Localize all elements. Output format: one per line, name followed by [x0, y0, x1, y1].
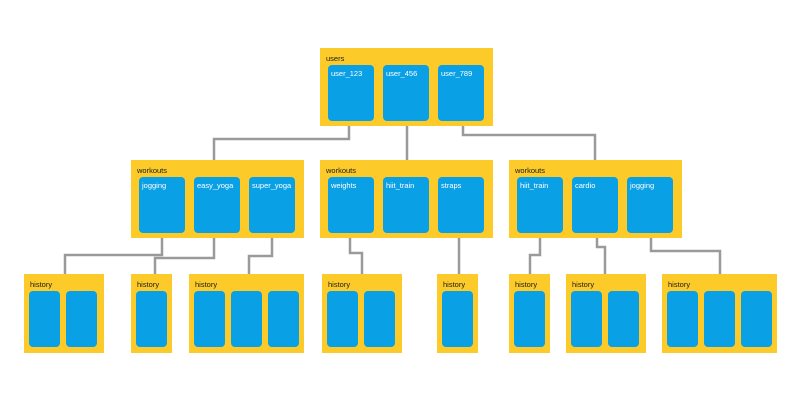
workout-document-1-1: hiit_train — [383, 177, 429, 233]
history-collection-label: history — [328, 280, 351, 289]
history-document-0-0 — [29, 291, 60, 347]
history-collection-box-2: history — [189, 274, 304, 353]
workouts-collection-box-1: workouts weights hiit_train straps — [320, 160, 493, 238]
user-document-1: user_456 — [383, 65, 429, 121]
history-collection-label: history — [195, 280, 218, 289]
history-document-7-2 — [741, 291, 772, 347]
history-document-3-0 — [327, 291, 358, 347]
history-collection-box-4: history — [437, 274, 478, 353]
users-collection-box: users user_123 user_456 user_789 — [320, 48, 493, 126]
connector-weights-history — [348, 233, 364, 274]
workout-document-2-1: cardio — [572, 177, 618, 233]
workouts-collection-label: workouts — [515, 166, 546, 175]
history-document-7-1 — [704, 291, 735, 347]
history-collection-label: history — [515, 280, 538, 289]
workout-document-label: jogging — [142, 181, 167, 190]
history-collection-label: history — [572, 280, 595, 289]
history-document-2-2 — [268, 291, 299, 347]
workouts-collection-label: workouts — [137, 166, 168, 175]
workouts-collection-box-2: workouts hiit_train cardio jogging — [509, 160, 682, 238]
history-document-4-0 — [442, 291, 473, 347]
user-document-label: user_789 — [441, 69, 473, 78]
user-document-label: user_123 — [331, 69, 363, 78]
history-document-6-0 — [571, 291, 602, 347]
history-collection-label: history — [137, 280, 160, 289]
history-document-1-0 — [136, 291, 167, 347]
history-collection-box-0: history — [24, 274, 104, 353]
workout-document-label: super_yoga — [252, 181, 292, 190]
history-collection-box-5: history — [509, 274, 550, 353]
workouts-collection-box-0: workouts jogging easy_yoga super_yoga — [131, 160, 304, 238]
history-collection-box-3: history — [322, 274, 402, 353]
history-document-2-1 — [231, 291, 262, 347]
connector-user789-workouts — [461, 121, 597, 160]
workout-document-2-0: hiit_train — [517, 177, 563, 233]
history-collection-box-1: history — [131, 274, 172, 353]
workout-document-label: jogging — [630, 181, 655, 190]
connector-user123-workouts — [212, 121, 351, 160]
history-collection-label: history — [30, 280, 53, 289]
workout-document-label: easy_yoga — [197, 181, 234, 190]
workout-document-0-1: easy_yoga — [194, 177, 240, 233]
history-document-7-0 — [667, 291, 698, 347]
history-document-2-0 — [194, 291, 225, 347]
workout-document-label: cardio — [575, 181, 596, 190]
connector-hiittrain-history — [528, 233, 542, 274]
workouts-collection-label: workouts — [326, 166, 357, 175]
users-collection-label: users — [326, 54, 345, 63]
workout-document-2-2: jogging — [627, 177, 673, 233]
history-collection-label: history — [443, 280, 466, 289]
workout-document-1-0: weights — [328, 177, 374, 233]
connector-jogging-history — [63, 233, 164, 274]
history-collection-box-6: history — [566, 274, 646, 353]
workout-document-label: hiit_train — [520, 181, 549, 190]
connector-cardio-history — [595, 233, 607, 274]
workout-document-0-0: jogging — [139, 177, 185, 233]
workout-document-0-2: super_yoga — [249, 177, 295, 233]
connector-easyyoga-history — [153, 233, 216, 274]
history-collection-box-7: history — [662, 274, 777, 353]
history-document-3-1 — [364, 291, 395, 347]
history-document-0-1 — [66, 291, 97, 347]
history-collection-label: history — [668, 280, 691, 289]
history-document-6-1 — [608, 291, 639, 347]
user-document-0: user_123 — [328, 65, 374, 121]
history-document-5-0 — [514, 291, 545, 347]
connector-jogging2-history — [649, 233, 722, 274]
workout-document-label: hiit_train — [386, 181, 415, 190]
user-document-2: user_789 — [438, 65, 484, 121]
workout-document-1-2: straps — [438, 177, 484, 233]
workout-document-label: weights — [331, 181, 357, 190]
workout-document-label: straps — [441, 181, 462, 190]
user-document-label: user_456 — [386, 69, 418, 78]
connector-superyoga-history — [247, 233, 274, 274]
